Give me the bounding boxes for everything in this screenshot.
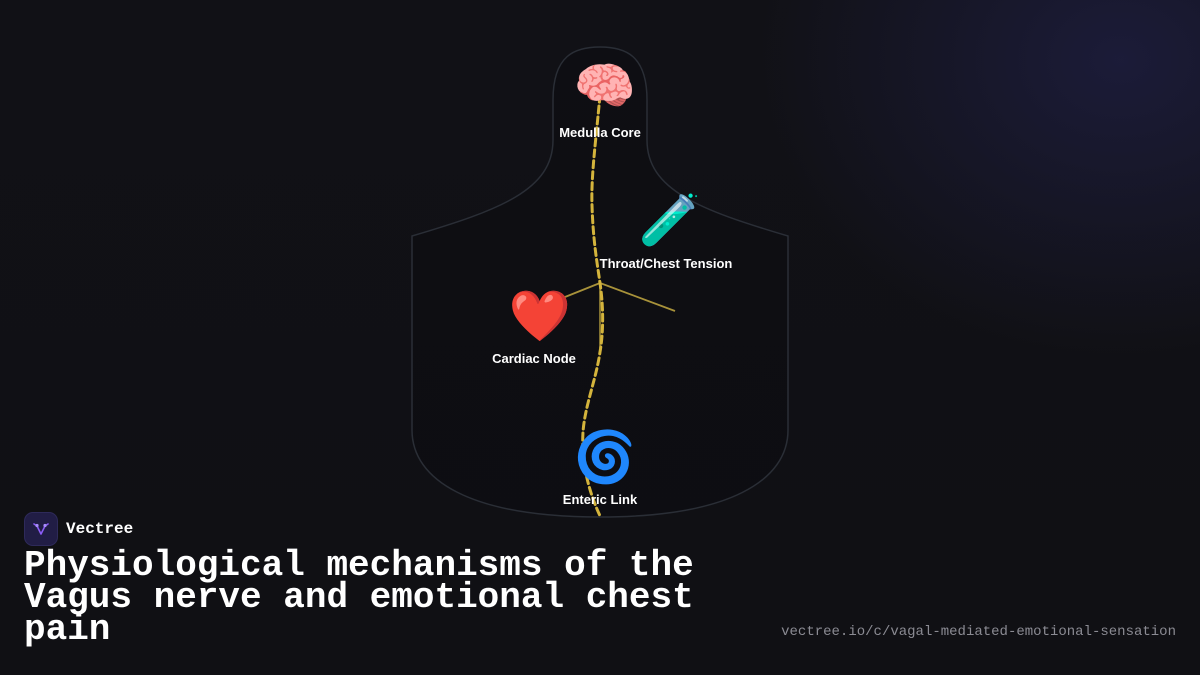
node-medulla: 🧠 Medulla Core [559, 57, 641, 140]
node-label-throat: Throat/Chest Tension [600, 256, 733, 271]
page-title: Physiological mechanisms of the Vagus ne… [24, 545, 694, 650]
node-label-cardiac: Cardiac Node [492, 351, 576, 366]
brand[interactable]: Vectree [24, 512, 133, 546]
brain-icon: 🧠 [574, 57, 636, 115]
cyclone-icon: 🌀 [574, 427, 636, 486]
nerve-branch-right [599, 282, 676, 312]
node-label-enteric: Enteric Link [563, 492, 638, 507]
node-label-medulla: Medulla Core [559, 125, 641, 140]
vagus-nerve-path [581, 93, 605, 520]
node-cardiac: ❤️ Cardiac Node [492, 287, 576, 366]
nerve-branch-left [544, 282, 601, 306]
node-enteric: 🌀 Enteric Link [563, 427, 638, 507]
vectree-logo-icon [24, 512, 58, 546]
source-url[interactable]: vectree.io/c/vagal-mediated-emotional-se… [781, 624, 1176, 640]
brand-name: Vectree [66, 520, 134, 538]
test-tube-icon: 🧪 [639, 191, 701, 249]
heart-icon: ❤️ [509, 287, 572, 345]
node-throat: 🧪 Throat/Chest Tension [600, 191, 733, 271]
